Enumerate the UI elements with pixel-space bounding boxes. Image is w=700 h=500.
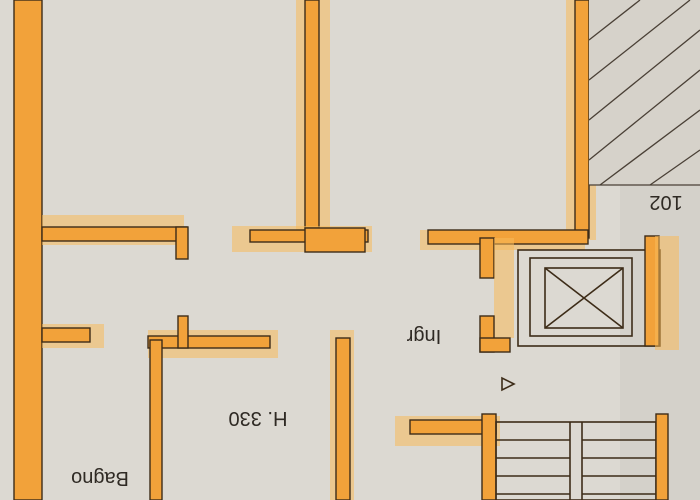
wall-bath-right bbox=[149, 339, 163, 500]
entrance-jamb-upper-glow bbox=[494, 238, 514, 338]
wall-corridor-stub bbox=[177, 315, 189, 349]
wall-left-exterior bbox=[13, 0, 43, 500]
wall-bath-top bbox=[41, 327, 91, 343]
label-ceiling-height: H. 330 bbox=[229, 407, 288, 429]
entrance-jamb-lower-cap bbox=[479, 337, 511, 353]
wall-stair-vertical bbox=[481, 413, 497, 500]
elevator-shaft bbox=[517, 235, 679, 350]
wall-h-mid-nib bbox=[304, 227, 366, 253]
entrance-arrow bbox=[501, 376, 516, 392]
hatched-shaft bbox=[588, 0, 700, 186]
wall-upper-right bbox=[574, 0, 590, 239]
wall-corridor bbox=[147, 335, 271, 349]
label-bathroom: Bagno bbox=[71, 467, 129, 489]
label-entrance: Ingr bbox=[406, 325, 441, 347]
label-number: 102 bbox=[649, 191, 682, 213]
wall-room-right bbox=[335, 337, 351, 500]
wall-h-left bbox=[41, 226, 188, 242]
wall-h-left-return bbox=[175, 226, 189, 260]
staircase bbox=[495, 413, 669, 500]
entrance-jamb-upper bbox=[479, 237, 495, 279]
wall-upper-center bbox=[304, 0, 320, 229]
